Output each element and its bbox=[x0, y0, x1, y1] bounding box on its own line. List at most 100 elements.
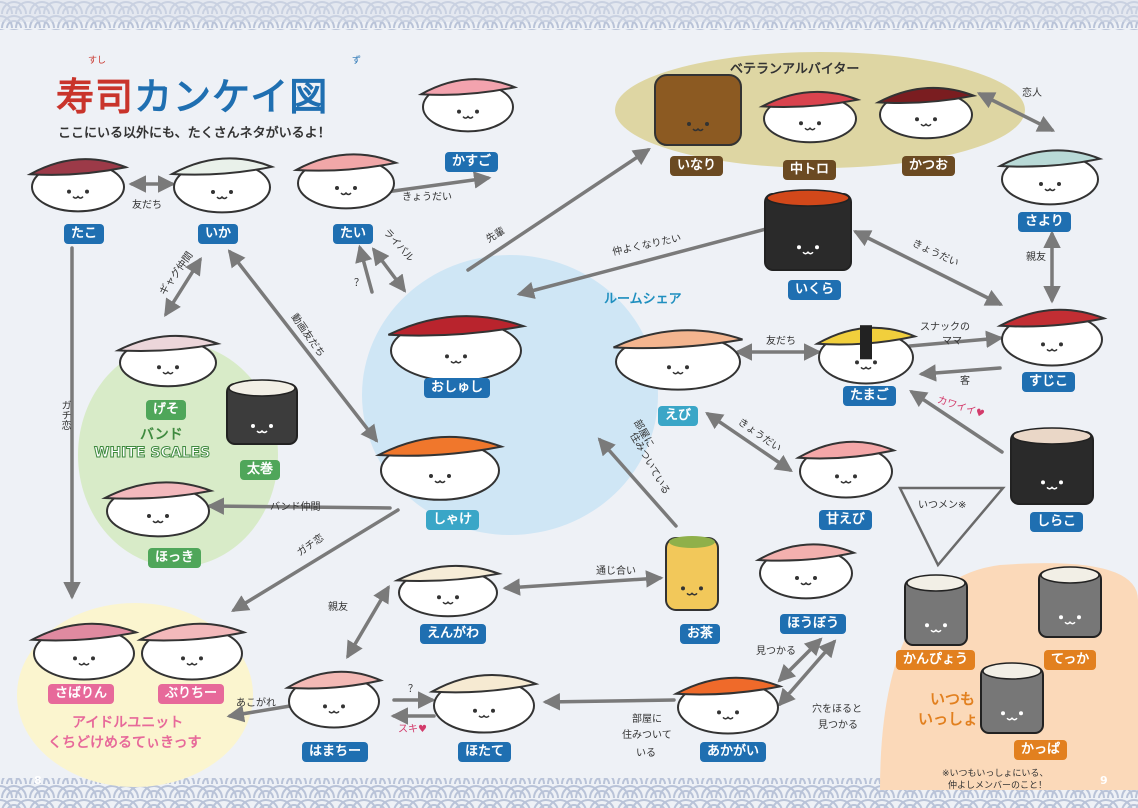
sushi-ocha-eye-right bbox=[699, 586, 703, 591]
sushi-ebi-eye-right bbox=[685, 365, 689, 370]
arrow-hamachi-idol bbox=[226, 704, 292, 723]
label-kasugo: かすご bbox=[445, 152, 499, 172]
rel-gachikoi-tako: ガチ恋 bbox=[59, 400, 70, 430]
sushi-amaebi bbox=[794, 440, 898, 499]
arrow-shake-hokki bbox=[206, 497, 392, 515]
sushi-kappa-top bbox=[982, 662, 1042, 680]
sushi-kanpyou-mouth bbox=[930, 629, 942, 633]
sushi-oshushi-eye-left bbox=[445, 354, 449, 359]
sushi-shake-eye-left bbox=[429, 474, 433, 478]
label-katsuo: かつお bbox=[902, 156, 956, 176]
arrow-oshushi-senpai bbox=[466, 148, 651, 272]
page-number-right: 9 bbox=[1100, 774, 1108, 787]
rel-ana1: 穴をほると bbox=[812, 704, 862, 715]
sushi-shake-mouth bbox=[434, 479, 446, 484]
sushi-sujiko-eye-right bbox=[1059, 342, 1063, 347]
label-ika: いか bbox=[198, 224, 239, 244]
rel-heya3-line3: いる bbox=[636, 748, 656, 759]
arrow-ebi-amaebi bbox=[705, 412, 793, 472]
sushi-sujiko-topping bbox=[996, 308, 1108, 328]
sushi-amaebi-eye-left bbox=[835, 474, 839, 479]
sushi-hotate-topping bbox=[428, 674, 540, 694]
rel-band-nakama: バンド仲間 bbox=[270, 502, 321, 513]
sushi-akagai bbox=[672, 676, 784, 735]
rel-tai-kasugo: きょうだい bbox=[402, 192, 452, 203]
always-note-line1: ※いつもいっしょにいる、 bbox=[942, 769, 1049, 779]
sushi-chutoro-eye-left bbox=[799, 121, 803, 126]
label-shirako: しらこ bbox=[1030, 512, 1084, 532]
rel-question-hotate: ？ bbox=[408, 684, 418, 695]
sushi-hokki-topping bbox=[101, 481, 215, 500]
sushi-tai-mouth bbox=[340, 191, 352, 196]
label-chutoro: 中トロ bbox=[783, 160, 837, 180]
sushi-katsuo-mouth bbox=[920, 123, 932, 127]
arrow-tamago-sujiko bbox=[908, 330, 1004, 348]
label-amaebi: 甘えび bbox=[819, 510, 873, 530]
always-group-line1: いつも bbox=[930, 690, 976, 708]
sushi-inari-eye-left bbox=[687, 122, 691, 126]
sushi-ikura-eye-left bbox=[797, 245, 801, 250]
rel-sayori-sujiko: 親友 bbox=[1026, 252, 1046, 263]
sushi-geso-eye-right bbox=[175, 365, 179, 370]
rel-katsuo-sayori: 恋人 bbox=[1022, 88, 1042, 99]
rel-heya3-line1: 部屋に bbox=[632, 714, 662, 725]
sushi-tamago-eye-right bbox=[873, 360, 877, 365]
arrow-ikura-oshushi bbox=[516, 226, 772, 299]
sushi-ikura-mouth bbox=[802, 251, 814, 255]
sushi-ika-mouth bbox=[216, 195, 228, 200]
sushi-kasugo-topping bbox=[417, 78, 519, 96]
sushi-tako-eye-left bbox=[67, 189, 71, 194]
sushi-ika bbox=[168, 157, 276, 214]
sushi-tai-eye-left bbox=[335, 186, 339, 190]
veteran-group-label: ベテランアルバイター bbox=[730, 62, 860, 77]
rel-ana2: 見つかる bbox=[818, 720, 858, 731]
label-burichi: ぶりちー bbox=[158, 684, 225, 704]
label-kanpyou: かんぴょう bbox=[896, 650, 976, 670]
sushi-inari-eye-right bbox=[705, 122, 709, 126]
rel-kyaku: 客 bbox=[960, 376, 970, 387]
rel-snack-line1: スナックの bbox=[920, 322, 970, 333]
sushi-ebi-eye-left bbox=[667, 365, 671, 370]
label-futomaki: 太巻 bbox=[240, 460, 281, 480]
rel-question-tai: ？ bbox=[354, 278, 364, 289]
label-tekka: てっか bbox=[1044, 650, 1097, 670]
sushi-chutoro-mouth bbox=[804, 127, 816, 131]
arrow-ikura-sujiko bbox=[852, 230, 1004, 306]
sushi-tako bbox=[26, 158, 130, 213]
sushi-burichi-mouth bbox=[186, 662, 198, 666]
label-ebi: えび bbox=[658, 406, 699, 426]
arrow-katsuo-sayori bbox=[976, 92, 1056, 132]
sushi-hamachi-eye-left bbox=[323, 704, 327, 709]
sushi-oshushi-mouth bbox=[450, 360, 462, 364]
rel-suki: スキ♥ bbox=[398, 724, 427, 735]
sushi-futomaki-top bbox=[228, 379, 296, 397]
sushi-inari-body bbox=[654, 74, 742, 146]
sushi-houbou-eye-right bbox=[813, 576, 817, 580]
sushi-engawa-mouth bbox=[442, 601, 454, 605]
sushi-sabarin bbox=[28, 622, 140, 681]
arrow-houbou-akagai-2 bbox=[777, 639, 837, 707]
sushi-sabarin-eye-right bbox=[91, 656, 95, 661]
sushi-kappa-eye-right bbox=[1019, 711, 1023, 716]
sushi-kappa-mouth bbox=[1006, 717, 1018, 721]
itsumen-triangle bbox=[897, 486, 1006, 568]
relation-arrows bbox=[63, 92, 1061, 725]
sushi-chutoro bbox=[758, 90, 862, 144]
label-hokki: ほっき bbox=[148, 548, 202, 568]
arrow-sujiko-tamago bbox=[918, 364, 1002, 382]
sushi-burichi-topping bbox=[136, 622, 248, 642]
sushi-geso bbox=[114, 334, 222, 388]
sushi-geso-topping bbox=[114, 334, 222, 353]
rel-akogare: あこがれ bbox=[236, 698, 276, 709]
sushi-katsuo-eye-left bbox=[915, 117, 919, 122]
sushi-kappa-eye-left bbox=[1001, 711, 1005, 716]
sushi-ocha-tea bbox=[669, 536, 715, 548]
sushi-shake-eye-right bbox=[447, 474, 451, 478]
arrow-ika-geso bbox=[164, 257, 202, 317]
sushi-kanpyou-eye-left bbox=[925, 623, 929, 628]
sushi-engawa-eye-right bbox=[455, 595, 459, 600]
sushi-hamachi-mouth bbox=[328, 710, 340, 714]
sushi-oshushi bbox=[387, 315, 528, 382]
label-ikura: いくら bbox=[788, 280, 842, 300]
